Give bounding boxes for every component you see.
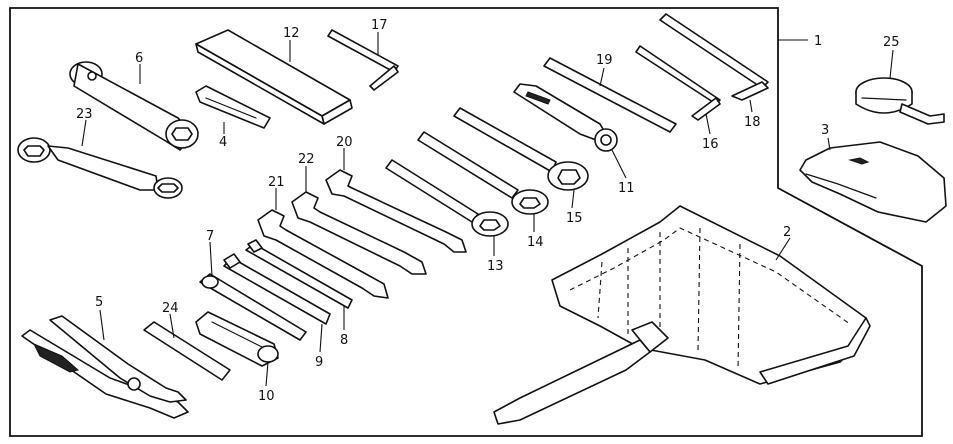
hex-key-large (659, 13, 769, 113)
callout-11: 11 (618, 181, 635, 196)
callout-5: 5 (95, 295, 103, 310)
callout-23: 23 (76, 107, 93, 122)
callout-19: 19 (596, 53, 613, 68)
screwdriver-shaft (245, 239, 353, 330)
callout-10: 10 (258, 389, 275, 404)
leader-24 (169, 313, 175, 339)
callout-18: 18 (744, 115, 761, 130)
leader-23 (81, 119, 87, 147)
offset-ring-wrench (17, 119, 183, 199)
leader-3 (827, 137, 831, 151)
callout-2: 2 (783, 225, 791, 240)
callout-1: 1 (814, 34, 822, 49)
hex-key-small (635, 45, 721, 135)
tape-roll (855, 49, 945, 125)
callout-4: 4 (219, 135, 227, 150)
open-wrench-22 (291, 166, 427, 275)
socket-wrench (195, 311, 279, 387)
ring-wrench-15 (453, 107, 589, 209)
callout-22: 22 (298, 152, 315, 167)
callout-14: 14 (527, 235, 544, 250)
callout-9: 9 (315, 355, 323, 370)
open-wrench-21 (257, 188, 389, 299)
callout-16: 16 (702, 137, 719, 152)
callout-25: 25 (883, 35, 900, 50)
hex-key-17 (327, 29, 399, 91)
callout-20: 20 (336, 135, 353, 150)
leader-18 (749, 99, 753, 113)
leader-19 (599, 67, 605, 87)
leader-5 (99, 309, 105, 341)
leader-15 (571, 189, 575, 209)
extension-rod (543, 57, 677, 133)
callout-7: 7 (206, 229, 214, 244)
screwdriver-handle (513, 83, 627, 179)
callout-17: 17 (371, 18, 388, 33)
callout-13: 13 (487, 259, 504, 274)
callout-8: 8 (340, 333, 348, 348)
leader-7 (209, 241, 213, 277)
leader-11 (611, 149, 627, 179)
leader-10 (265, 361, 269, 387)
ring-wrench-13 (385, 159, 509, 256)
callout-15: 15 (566, 211, 583, 226)
callout-labels: 1 2 3 4 5 6 7 8 9 10 11 12 13 14 15 16 1… (76, 18, 900, 404)
callout-3: 3 (821, 123, 829, 138)
leader-2 (775, 237, 791, 261)
flat-bar (195, 85, 271, 134)
leader-25 (889, 49, 894, 79)
flat-case (195, 29, 353, 125)
shop-rag (799, 137, 947, 223)
callout-6: 6 (135, 51, 143, 66)
leader-16 (705, 113, 711, 135)
ring-wrench-14 (417, 131, 549, 232)
leader-9 (319, 323, 323, 353)
flat-bar-24 (143, 313, 231, 381)
box-spanner (69, 61, 199, 151)
tool-bag (493, 205, 871, 425)
callout-24: 24 (162, 301, 179, 316)
callout-21: 21 (268, 175, 285, 190)
kit-frame (9, 7, 923, 437)
screwdriver-blade (223, 253, 331, 353)
open-wrench-20 (325, 148, 467, 253)
callout-12: 12 (283, 26, 300, 41)
plug-tool (199, 241, 307, 341)
pliers (21, 309, 189, 419)
